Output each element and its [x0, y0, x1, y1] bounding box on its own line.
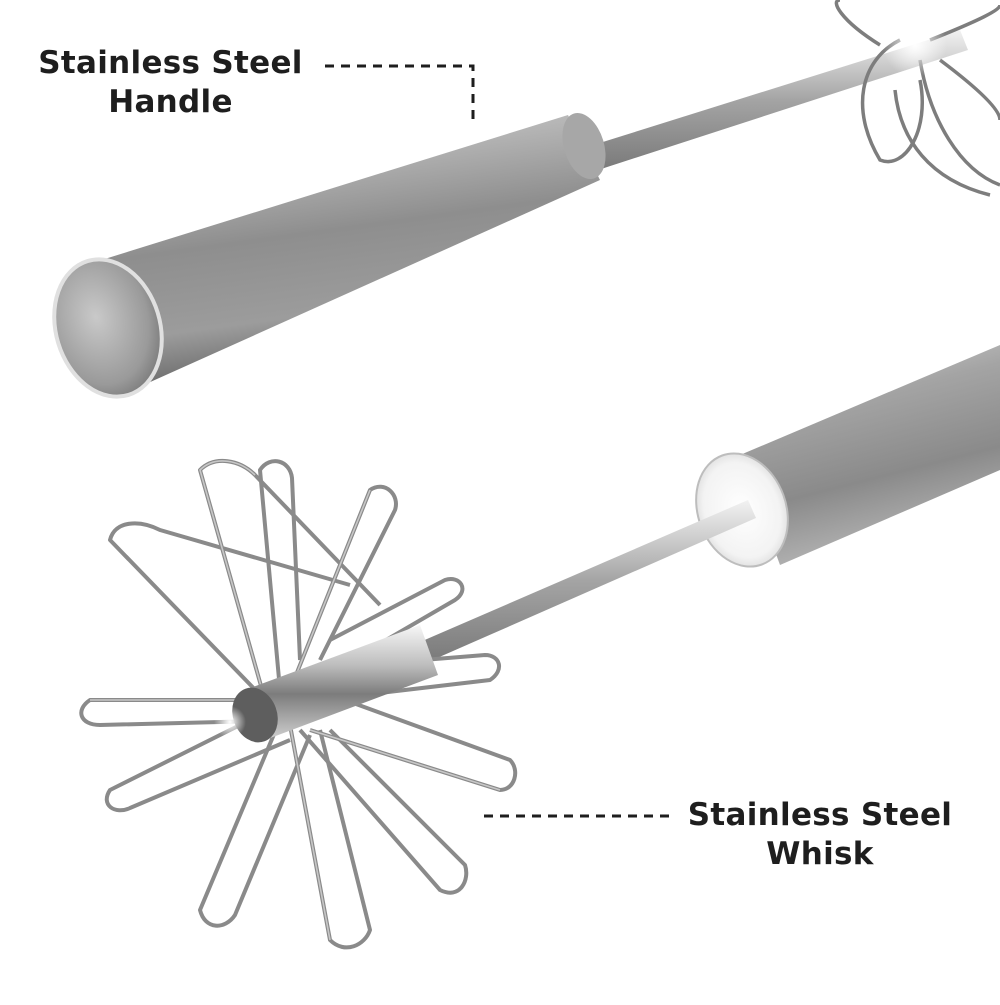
bottom-rod: [420, 500, 756, 662]
whisk-hub: [245, 625, 438, 740]
top-handle-end: [562, 112, 606, 180]
bottom-whisk: [79, 345, 1000, 950]
whisk-callout-line1: Stainless Steel: [687, 797, 953, 833]
handle-callout-line1: Stainless Steel: [38, 45, 303, 81]
top-whisk-wires: [834, 0, 1000, 197]
bottom-handle-body: [740, 345, 1000, 565]
whisk-callout-line2: Whisk: [766, 835, 874, 872]
handle-leader-line: [325, 64, 475, 126]
top-handle-cap: [52, 257, 164, 399]
top-light-flare: [883, 13, 947, 77]
top-whisk-handle: [52, 0, 1000, 399]
callout-leaders: [325, 64, 672, 818]
handle-callout-line2: Handle: [108, 83, 233, 120]
whisk-callout-label: Stainless Steel Whisk: [680, 796, 960, 874]
handle-callout-label: Stainless Steel Handle: [28, 44, 313, 122]
top-handle-body: [95, 115, 600, 392]
whisk-light-flare: [214, 706, 246, 738]
